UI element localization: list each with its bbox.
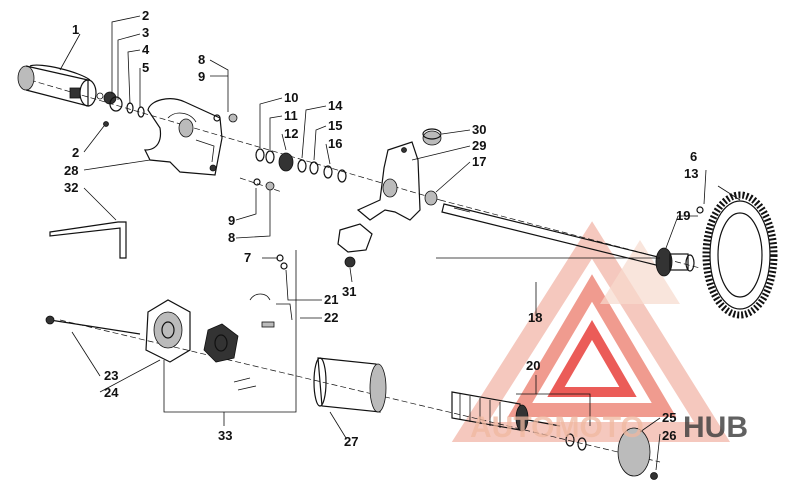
bushing-30 [422,128,442,146]
watermark-outer-triangle [451,221,731,442]
callout-4: 4 [142,42,150,57]
callout-1: 1 [72,22,79,37]
callout-8-bottom: 8 [228,230,235,245]
callout-31: 31 [342,284,356,299]
callout-29: 29 [472,138,486,153]
callout-19: 19 [676,208,690,223]
end-housing [145,299,191,363]
watermark-inner-triangle [547,320,637,397]
callout-28: 28 [64,163,78,178]
bearing-17 [424,190,438,206]
callout-12: 12 [284,126,298,141]
callout-18: 18 [528,310,542,325]
bolt-nut-bottom [253,178,275,191]
callout-23: 23 [104,368,118,383]
watermark-mid-triangle [507,274,677,417]
callout-9-top: 9 [198,69,205,84]
watermark-wordmark: AUTOMOTO HUB [470,411,748,444]
mounting-bracket [144,98,223,176]
callout-9-bottom: 9 [228,213,235,228]
wrench-32 [49,221,127,259]
callout-27: 27 [344,434,358,449]
callout-33: 33 [218,428,232,443]
callout-32: 32 [64,180,78,195]
callout-10: 10 [284,90,298,105]
drive-gear-stack [255,148,347,183]
callout-30: 30 [472,122,486,137]
shaft-support-bracket [356,141,421,221]
callout-22: 22 [324,310,338,325]
callout-21: 21 [324,292,338,307]
callout-13: 13 [684,166,698,181]
callout-24: 24 [104,385,119,400]
watermark-accent-triangle [600,240,680,304]
callout-14: 14 [328,98,343,113]
ring-gear [696,191,778,319]
callout-3: 3 [142,25,149,40]
watermark-text-automoto: AUTOMOTO [470,411,644,444]
callout-16: 16 [328,136,342,151]
bolt-nut-top [213,113,238,123]
callout-2-bottom: 2 [72,145,79,160]
callout-25: 25 [662,410,676,425]
watermark-logo [451,221,731,442]
driveshaft [441,203,663,267]
callout-5: 5 [142,60,149,75]
nut-31 [337,223,373,268]
armature [451,391,561,432]
through-bolt [45,315,141,335]
callout-6: 6 [690,149,697,164]
watermark-text-hub: HUB [683,411,748,444]
end-cap [565,427,658,480]
callout-11: 11 [284,108,298,123]
callout-26: 26 [662,428,676,443]
callout-15: 15 [328,118,342,133]
callout-20: 20 [526,358,540,373]
callout-2-top: 2 [142,8,149,23]
pinion-and-washers [103,91,145,127]
motor-housing [313,357,387,413]
callout-8-top: 8 [198,52,205,67]
callout-17: 17 [472,154,486,169]
bendix-drive [655,247,695,277]
starter-motor [17,64,104,107]
callout-7: 7 [244,250,251,265]
callout-labels: 1 2 3 4 5 2 28 32 8 9 9 8 10 11 12 14 15… [64,8,698,449]
leader-lines [59,15,741,471]
brush-holder [203,323,257,391]
terminal-hardware [249,254,293,328]
